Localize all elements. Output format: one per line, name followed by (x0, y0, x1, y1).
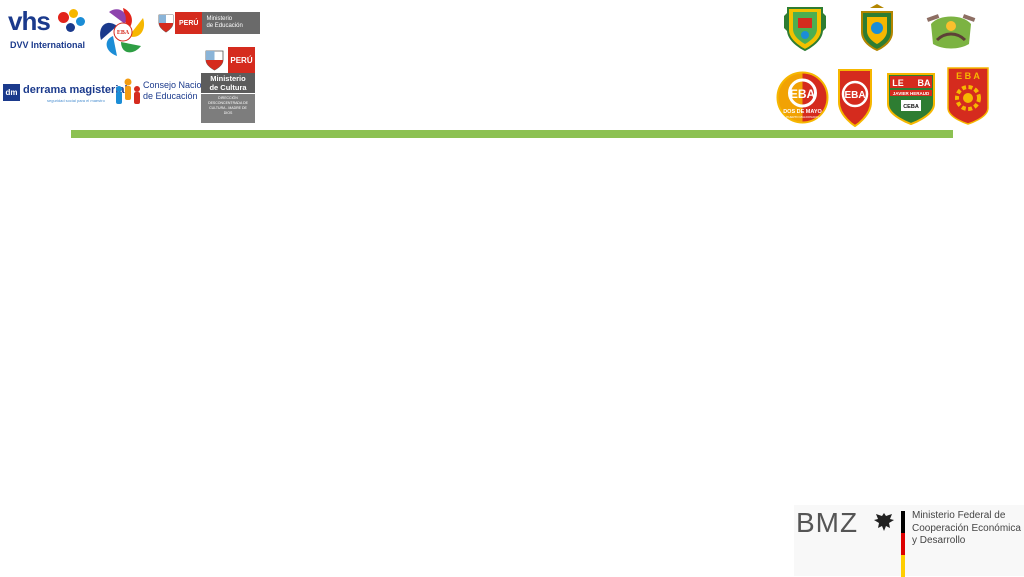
vhs-dvv-logo: vhs DVV International (8, 6, 88, 52)
dos-de-mayo-label: DOS DE MAYO (783, 109, 822, 115)
ceba-shield-emblem: EBA (838, 69, 872, 128)
leba-right: BA (918, 78, 931, 88)
bmz-line3: y Desarrollo (912, 535, 966, 546)
derrama-name: derrama magisterial (23, 84, 128, 96)
dos-de-mayo-sublabel: PUERTO MALDONADO (786, 115, 819, 119)
vhs-dot-navy (66, 23, 75, 32)
cultura-title-line1: Ministerio (210, 74, 246, 83)
vhs-wordmark: vhs (8, 6, 51, 36)
cultura-detail-line2: DESCONCENTRADA DE (208, 101, 248, 105)
vhs-dot-blue (76, 17, 85, 26)
eba-gear-label: E B A (956, 71, 980, 81)
svg-text:EBA: EBA (790, 87, 816, 101)
leba-ceba: CEBA (903, 104, 919, 110)
consejo-nacional-educacion-logo: Consejo Nacional de Educación (113, 77, 214, 111)
cultura-detail-line1: DIRECCIÓN (218, 96, 238, 100)
eba-flower-logo: EBA (98, 6, 148, 58)
peru-country-box: PERÚ (175, 12, 203, 34)
consejo-line1: Consejo Nacional (143, 80, 214, 90)
regional-coat-of-arms-emblem (861, 4, 893, 52)
dos-de-mayo-emblem: EBA DOS DE MAYO PUERTO MALDONADO (776, 71, 829, 124)
eba-flower-label: EBA (117, 30, 130, 36)
bmz-line2: Cooperación Económica (912, 522, 1021, 534)
leba-javier-heraud-emblem: LE BA JAVIER HERAUD CEBA (887, 73, 935, 126)
derrama-badge: dm (3, 84, 20, 101)
cultura-title-line2: de Cultura (209, 83, 247, 92)
german-eagle-icon (874, 513, 894, 531)
german-flag-stripe (901, 511, 905, 577)
agrarian-emblem (926, 14, 976, 49)
consejo-text: Consejo Nacional de Educación (143, 80, 214, 102)
bmz-logo: BMZ Ministerio Federal de Cooperación Ec… (794, 505, 1024, 577)
ministerio-educacion-box: Ministerio de Educación (202, 12, 261, 34)
cultura-detail-line3: CULTURA - MADRE DE (209, 106, 247, 110)
municipal-coat-of-arms-emblem (784, 7, 826, 52)
vhs-dot-red (58, 12, 69, 23)
ministerio-educacion-line2: de Educación (206, 23, 243, 29)
derrama-tagline: seguridad social para el maestro (47, 98, 105, 103)
header-divider-rule (71, 130, 953, 138)
peru-ministerio-educacion-logo: PERÚ Ministerio de Educación (157, 12, 261, 34)
peru-shield-icon (158, 14, 174, 33)
ministerio-educacion-line1: Ministerio (206, 16, 233, 22)
cultura-title: Ministerio de Cultura (201, 73, 255, 93)
ministerio-cultura-logo: PERÚ Ministerio de Cultura DIRECCIÓN DES… (201, 47, 255, 123)
leba-band: JAVIER HERAUD (893, 91, 930, 96)
peru-shield-icon (205, 50, 224, 71)
cultura-header: PERÚ (201, 47, 255, 73)
svg-text:EBA: EBA (844, 90, 865, 101)
cultura-country: PERÚ (228, 47, 255, 73)
bmz-line1: Ministerio Federal de (912, 510, 1006, 521)
cultura-detail-line4: DIOS (223, 111, 233, 115)
cultura-shield (201, 47, 228, 73)
bmz-wordmark: BMZ (796, 507, 859, 538)
vhs-dot-yellow (69, 9, 78, 18)
consejo-people-icon (116, 78, 140, 104)
vhs-subtitle: DVV International (10, 40, 86, 50)
bmz-ministry-text: Ministerio Federal de Cooperación Económ… (912, 510, 1021, 548)
derrama-magisterial-logo: dm derrama magisterial seguridad social … (3, 82, 128, 106)
eba-gear-emblem: E B A (947, 67, 989, 125)
cultura-detail: DIRECCIÓN DESCONCENTRADA DE CULTURA - MA… (201, 94, 255, 123)
consejo-line2: de Educación (143, 91, 198, 101)
leba-left: LE (892, 78, 904, 88)
